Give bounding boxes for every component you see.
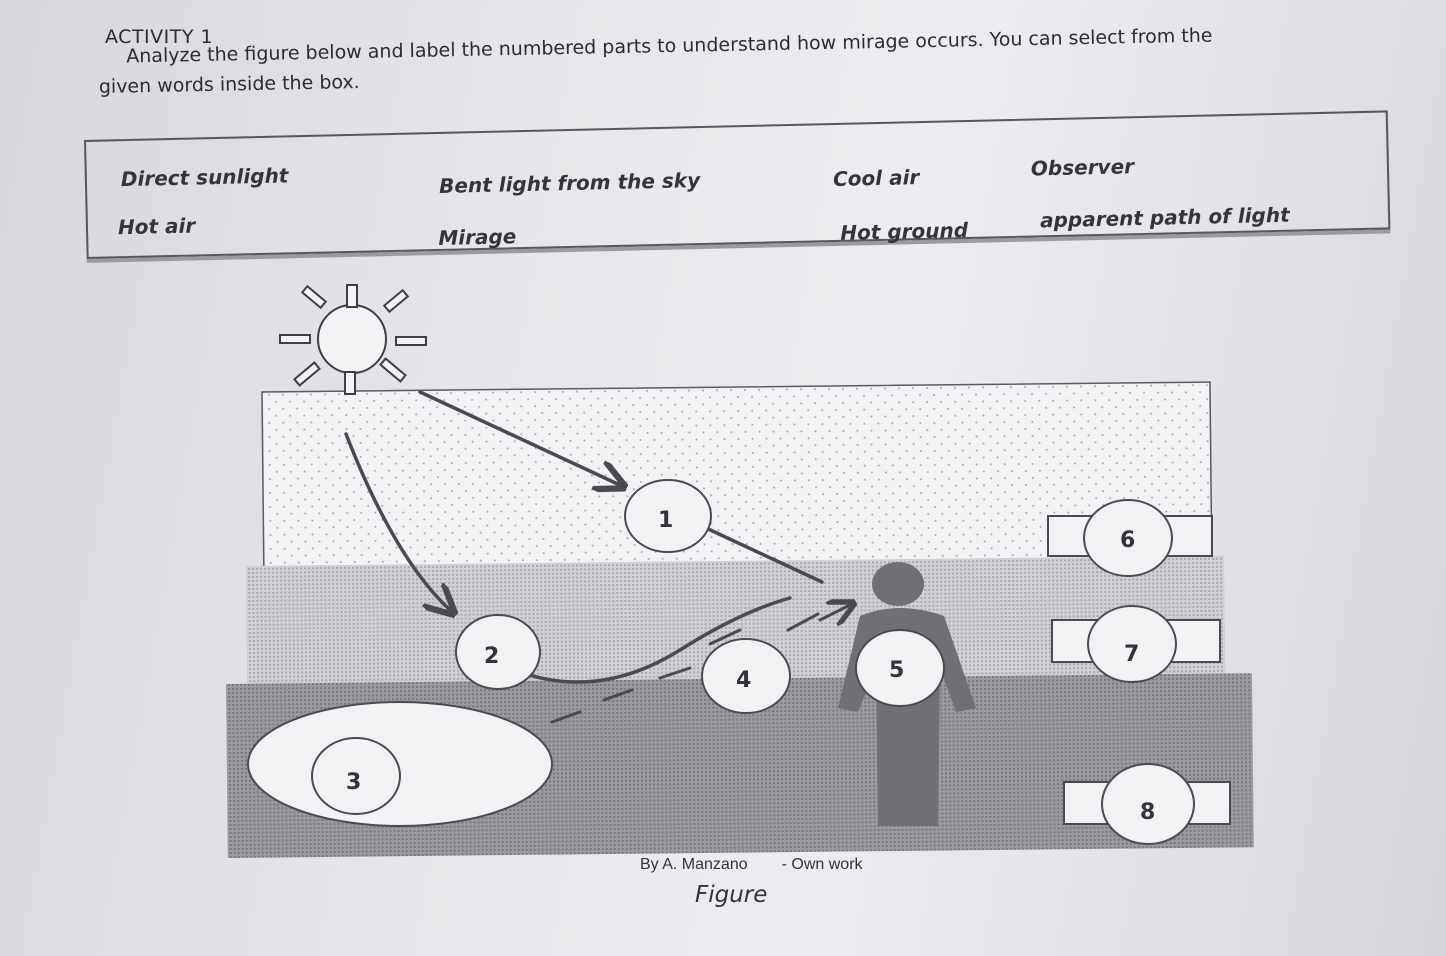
credit-note: - Own work — [781, 856, 863, 873]
figure-credit: By A. Manzano - Own work — [640, 856, 863, 874]
label-number-7: 7 — [1124, 642, 1140, 667]
credit-author: By A. Manzano — [640, 856, 748, 873]
label-circle-6 — [1083, 499, 1173, 577]
apparent-path-arrow — [818, 604, 852, 620]
mirage-ellipse — [247, 701, 553, 827]
label-number-6: 6 — [1120, 528, 1136, 553]
figure-caption: Figure — [695, 882, 768, 908]
label-number-5: 5 — [889, 658, 905, 683]
label-circle-7 — [1087, 605, 1177, 683]
label-circle-1 — [624, 479, 712, 553]
label-circle-2 — [455, 614, 541, 690]
label-circle-8 — [1101, 763, 1195, 845]
direct-sunlight-ray — [418, 390, 622, 486]
ray-to-observer — [704, 526, 824, 584]
refracted-ray — [518, 596, 792, 684]
label-number-4: 4 — [736, 668, 752, 693]
label-number-8: 8 — [1140, 800, 1156, 825]
sun-icon — [279, 284, 427, 395]
activity-title: ACTIVITY 1 — [105, 26, 214, 48]
label-number-1: 1 — [658, 508, 674, 533]
bent-light-ray — [344, 432, 452, 612]
label-circle-3 — [311, 737, 401, 815]
label-number-3: 3 — [346, 770, 362, 795]
label-circle-4 — [701, 638, 791, 714]
label-number-2: 2 — [484, 644, 500, 669]
label-circle-5 — [855, 629, 945, 707]
